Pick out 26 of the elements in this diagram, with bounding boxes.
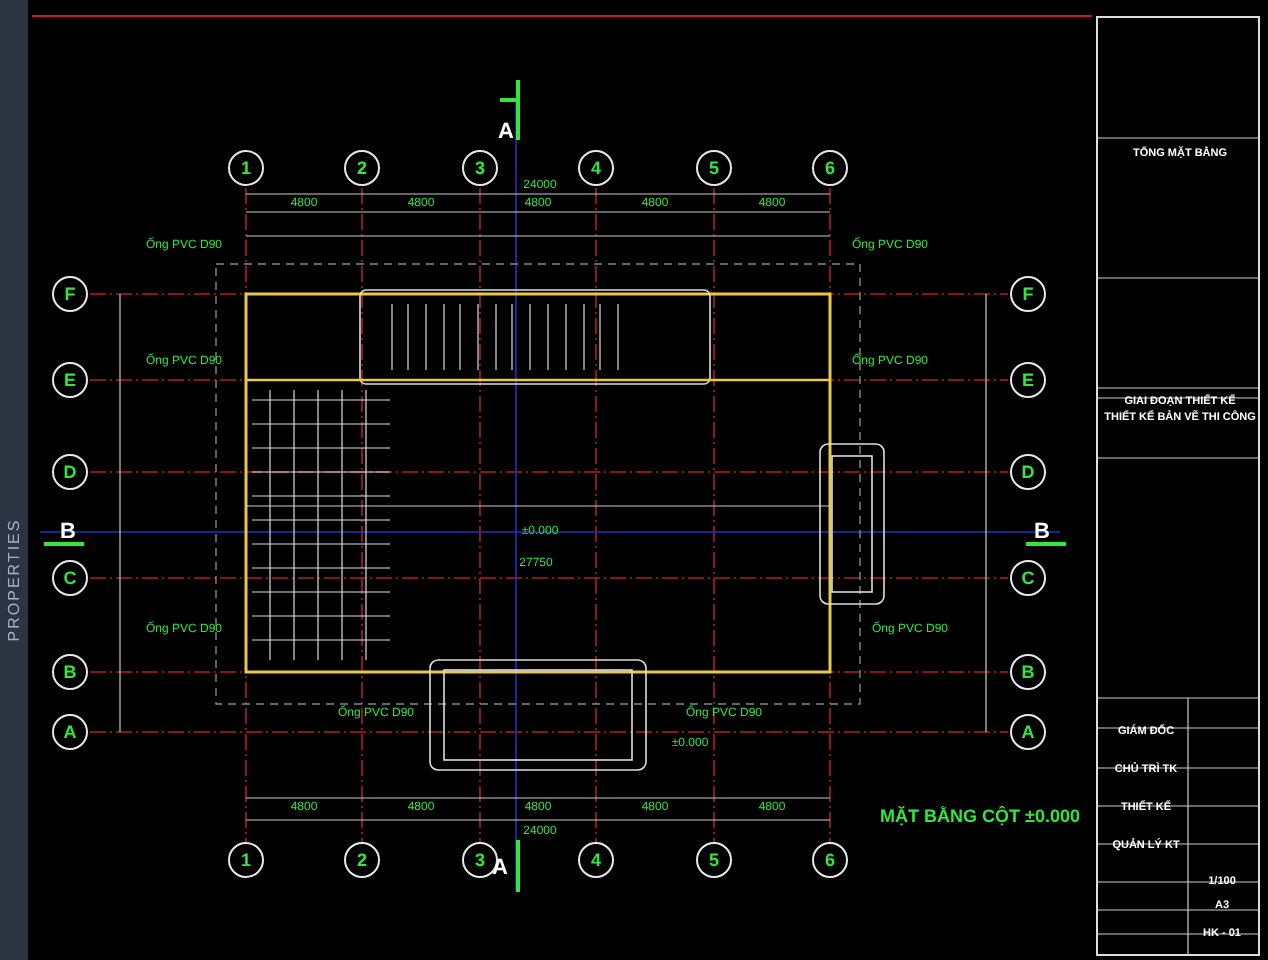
grid-axis-bubble: F: [52, 276, 88, 312]
grid-axis-bubble: B: [52, 654, 88, 690]
panel-tab-label: PROPERTIES: [5, 518, 23, 642]
grid-axis-bubble: C: [1010, 560, 1046, 596]
grid-axis-bubble: 1: [228, 842, 264, 878]
grid-axis-bubble: 3: [462, 150, 498, 186]
grid-axis-bubble: 1: [228, 150, 264, 186]
grid-axis-bubble: E: [52, 362, 88, 398]
grid-axis-bubble: 4: [578, 150, 614, 186]
grid-axis-bubble: A: [52, 714, 88, 750]
grid-axis-bubble: E: [1010, 362, 1046, 398]
grid-axis-bubble: 5: [696, 150, 732, 186]
drawing-title: MẶT BẰNG CỘT ±0.000: [880, 806, 1080, 826]
grid-axis-bubble: A: [1010, 714, 1046, 750]
grid-axis-bubble: D: [1010, 454, 1046, 490]
grid-axis-bubble: 2: [344, 150, 380, 186]
grid-axis-bubble: B: [1010, 654, 1046, 690]
grid-axis-bubble: 6: [812, 842, 848, 878]
grid-axis-bubble: C: [52, 560, 88, 596]
grid-axis-bubble: 2: [344, 842, 380, 878]
grid-axis-bubble: 5: [696, 842, 732, 878]
section-marker-letter: A: [498, 120, 514, 144]
grid-axis-bubble: F: [1010, 276, 1046, 312]
grid-axis-bubble: 4: [578, 842, 614, 878]
grid-axis-bubble: 6: [812, 150, 848, 186]
grid-axis-bubble: D: [52, 454, 88, 490]
